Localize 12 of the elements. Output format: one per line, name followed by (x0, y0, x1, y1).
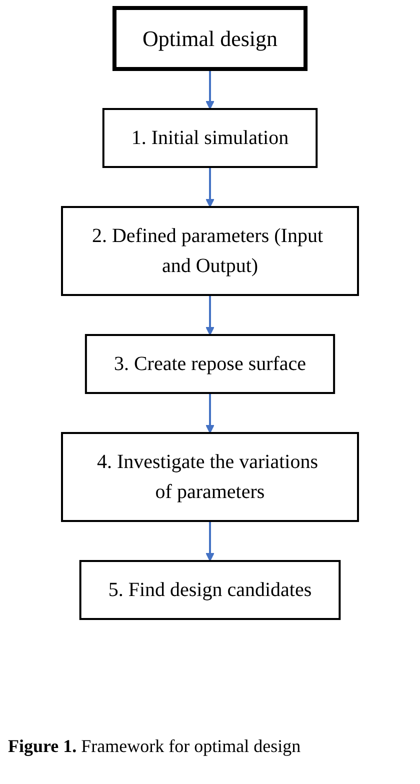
node-box: 2. Defined parameters (Input and Output) (61, 206, 359, 296)
arrow (206, 393, 214, 434)
figure-caption: Figure 1. Framework for optimal design (7, 735, 302, 758)
node-box: 5. Find design candidates (79, 560, 341, 620)
node-box: Optimal design (112, 6, 308, 71)
node-box: 3. Create repose surface (84, 334, 336, 394)
node-box: 1. Initial simulation (102, 108, 318, 168)
node-box: 4. Investigate the variations of parameters (61, 432, 359, 522)
arrow (206, 521, 214, 562)
arrow (206, 295, 214, 336)
arrow (206, 167, 214, 208)
arrow (206, 69, 214, 110)
